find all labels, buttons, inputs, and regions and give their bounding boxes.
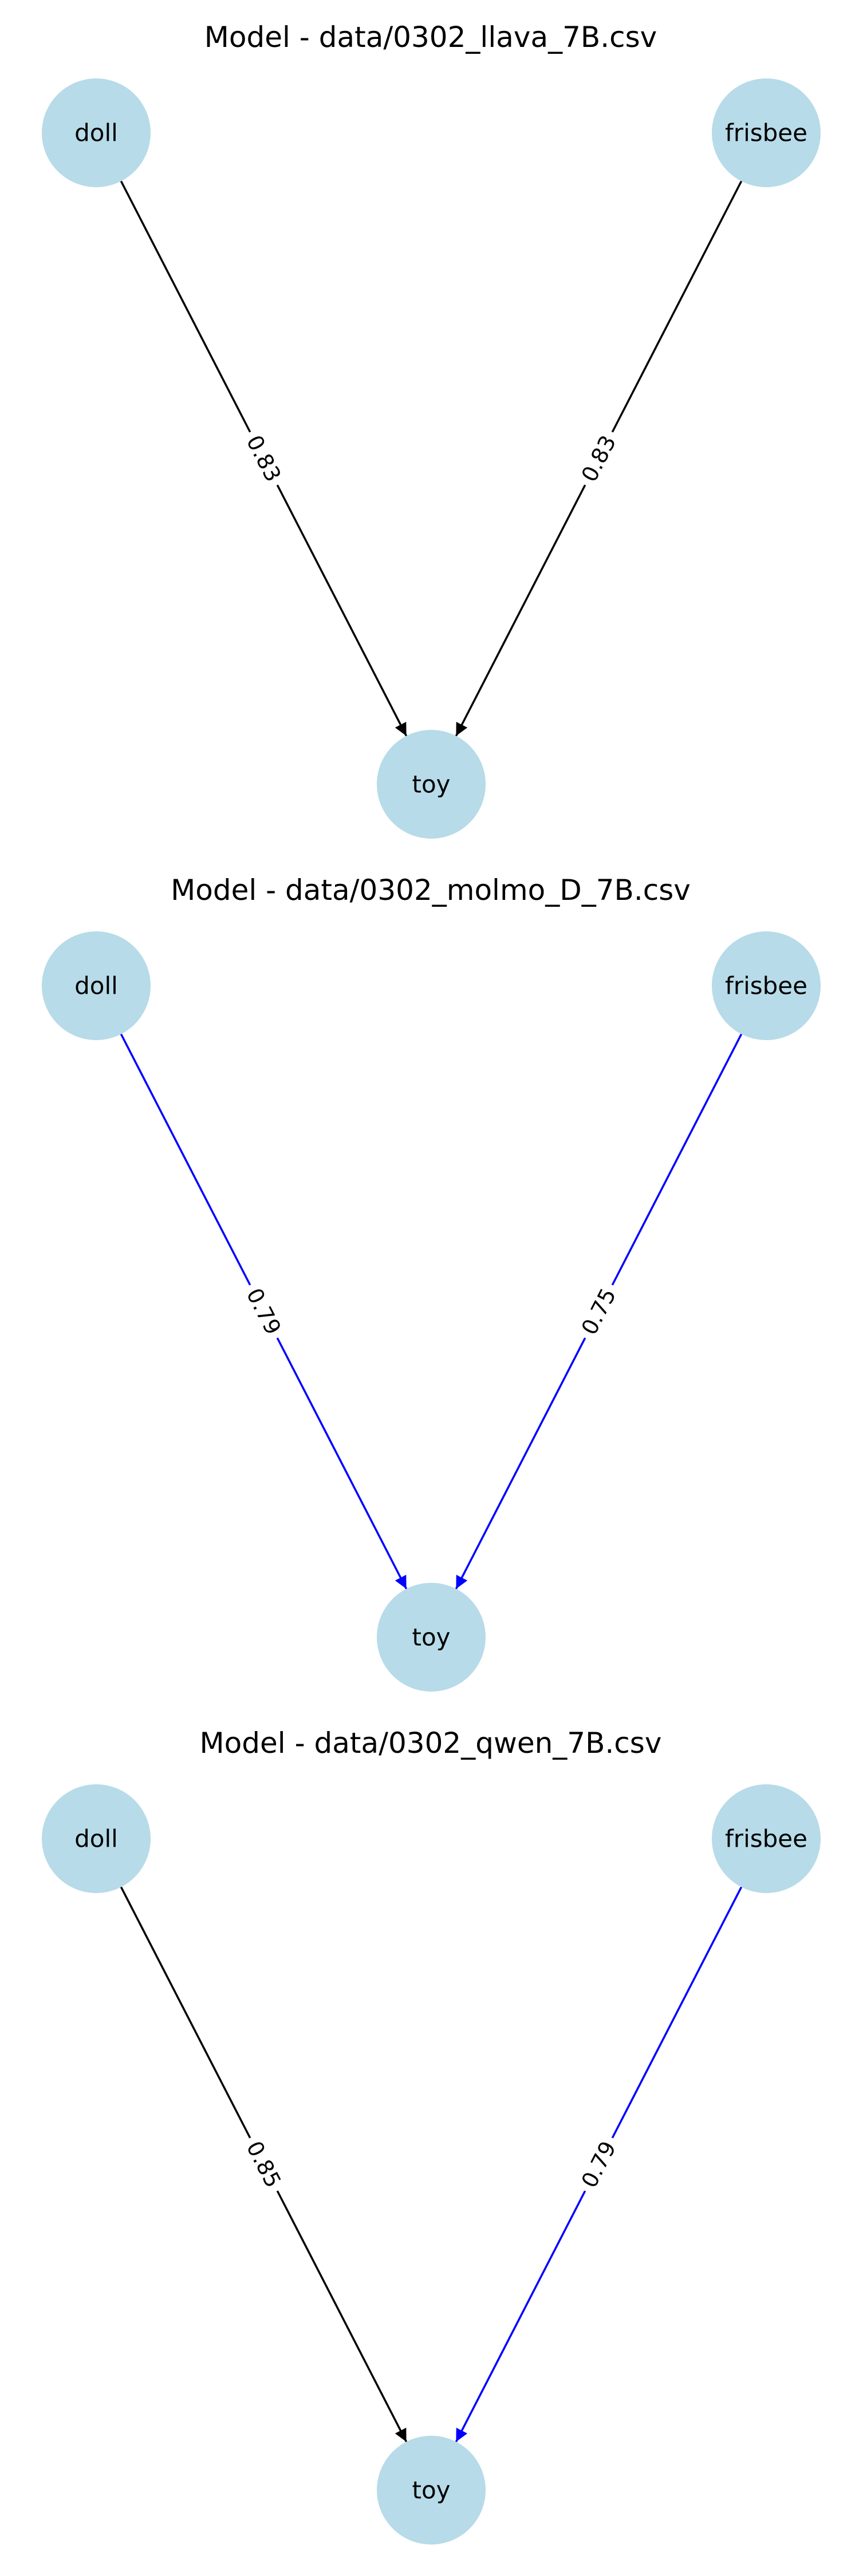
edge-line-segment bbox=[120, 180, 251, 433]
node-doll: doll bbox=[42, 931, 151, 1040]
node-label-doll: doll bbox=[74, 1825, 118, 1853]
edge-arrow bbox=[276, 484, 408, 737]
node-label-toy: toy bbox=[412, 771, 450, 799]
node-label-frisbee: frisbee bbox=[725, 119, 807, 147]
node-toy: toy bbox=[377, 730, 486, 839]
edge-line-segment bbox=[611, 1033, 743, 1286]
panel-title: Model - data/0302_molmo_D_7B.csv bbox=[171, 874, 691, 907]
edge-line-segment bbox=[120, 1033, 251, 1286]
node-label-frisbee: frisbee bbox=[725, 972, 807, 1000]
graph-panel-3: Model - data/0302_qwen_7B.csv 0.85 0.79 d… bbox=[42, 1726, 821, 2545]
node-frisbee: frisbee bbox=[712, 78, 821, 187]
edge-doll-to-toy: 0.83 bbox=[120, 180, 408, 737]
node-toy: toy bbox=[377, 1583, 486, 1692]
edge-weight-label: 0.83 bbox=[242, 431, 286, 485]
edge-arrow bbox=[455, 484, 586, 737]
edge-doll-to-toy: 0.85 bbox=[120, 1886, 408, 2443]
edge-weight-label: 0.79 bbox=[242, 1284, 286, 1338]
node-toy: toy bbox=[377, 2436, 486, 2545]
edge-line-segment bbox=[120, 1886, 251, 2139]
edge-frisbee-to-toy: 0.79 bbox=[455, 1886, 743, 2443]
graph-panel-2: Model - data/0302_molmo_D_7B.csv 0.79 0.7… bbox=[42, 874, 821, 1692]
node-frisbee: frisbee bbox=[712, 931, 821, 1040]
panel-title: Model - data/0302_llava_7B.csv bbox=[204, 21, 657, 54]
node-frisbee: frisbee bbox=[712, 1784, 821, 1893]
node-label-toy: toy bbox=[412, 2476, 450, 2504]
edge-frisbee-to-toy: 0.83 bbox=[455, 180, 743, 737]
node-doll: doll bbox=[42, 1784, 151, 1893]
node-label-toy: toy bbox=[412, 1623, 450, 1652]
edge-weight-label: 0.75 bbox=[577, 1284, 621, 1338]
edge-weight-label: 0.85 bbox=[242, 2137, 286, 2191]
panel-title: Model - data/0302_qwen_7B.csv bbox=[200, 1726, 662, 1760]
edge-arrow bbox=[455, 2190, 586, 2443]
edge-weight-label: 0.79 bbox=[577, 2137, 621, 2191]
edge-weight-label: 0.83 bbox=[577, 431, 621, 485]
node-doll: doll bbox=[42, 78, 151, 187]
edge-line-segment bbox=[611, 180, 743, 433]
edge-arrow bbox=[276, 1337, 408, 1590]
edge-doll-to-toy: 0.79 bbox=[120, 1033, 408, 1590]
node-label-doll: doll bbox=[74, 119, 118, 147]
edge-arrow bbox=[276, 2190, 408, 2443]
edge-frisbee-to-toy: 0.75 bbox=[455, 1033, 743, 1590]
node-label-doll: doll bbox=[74, 972, 118, 1000]
edge-line-segment bbox=[611, 1886, 743, 2139]
edge-arrow bbox=[455, 1337, 586, 1590]
node-label-frisbee: frisbee bbox=[725, 1825, 807, 1853]
